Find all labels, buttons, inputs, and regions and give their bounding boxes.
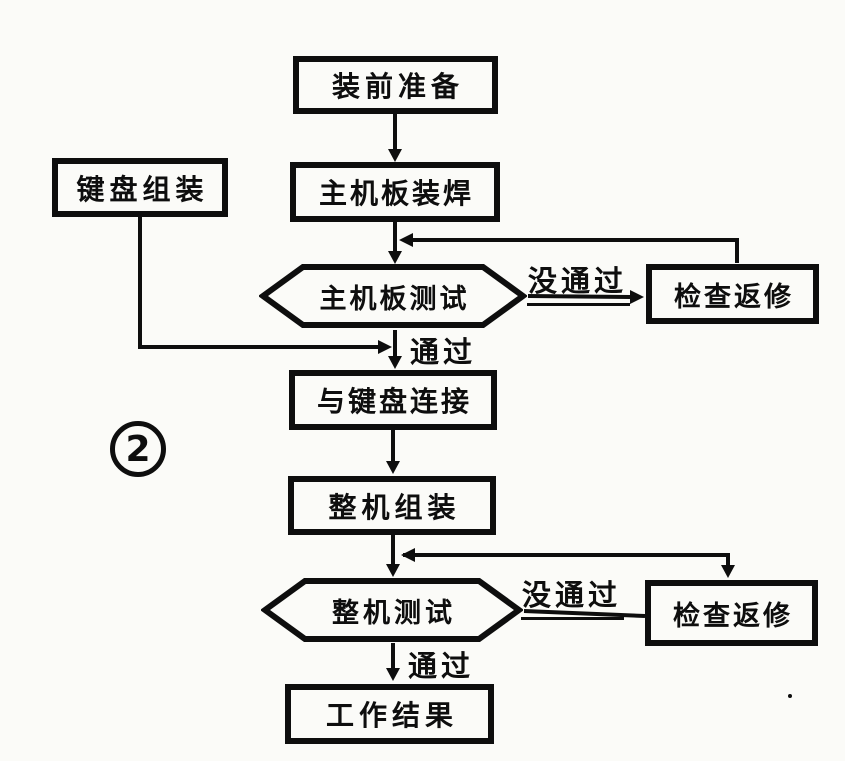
- edge-keyboard-to-connect: [138, 217, 392, 354]
- edge-machine-test-to-result: [386, 643, 400, 681]
- node-repair1-label: 检查返修: [674, 281, 794, 313]
- node-connect: 与键盘连接: [289, 370, 497, 430]
- edge-connect-to-assemble: [386, 430, 400, 474]
- edge-repair2-feedback: [401, 548, 735, 578]
- node-solder-label: 主机板装焊: [318, 177, 474, 210]
- node-machine-test: 整机测试: [261, 577, 523, 643]
- edge-repair1-feedback: [399, 233, 739, 263]
- edge-label-pass2: 通过: [408, 649, 475, 683]
- edge-assemble-to-machine-test: [386, 535, 400, 577]
- figure-number-badge: 2: [110, 421, 166, 477]
- node-assemble: 整机组装: [288, 476, 496, 535]
- hexagon-shape: [261, 578, 523, 642]
- node-result: 工作结果: [285, 684, 494, 744]
- node-solder: 主机板装焊: [290, 162, 500, 222]
- node-prep-label: 装前准备: [331, 70, 464, 103]
- edge-solder-to-board-test: [388, 222, 402, 264]
- node-result-label: 工作结果: [325, 699, 458, 732]
- node-board-test: 主机板测试: [259, 263, 527, 329]
- scan-noise-dot: [788, 694, 792, 698]
- edge-board-test-to-connect: [388, 330, 402, 369]
- edge-label-fail2: 没通过: [521, 572, 625, 620]
- node-repair2: 检查返修: [645, 580, 818, 646]
- edge-label-pass1: 通过: [410, 335, 477, 369]
- edge-machine-test-to-repair2: [523, 609, 646, 618]
- node-keyboard: 键盘组装: [52, 158, 228, 217]
- node-keyboard-label: 键盘组装: [76, 172, 209, 206]
- edge-board-test-to-repair1: [527, 290, 644, 304]
- hexagon-shape: [259, 264, 527, 328]
- edge-label-fail1: 没通过: [527, 258, 631, 306]
- edge-prep-to-solder: [388, 114, 402, 162]
- node-board-test-label: 主机板测试: [319, 283, 470, 315]
- node-assemble-label: 整机组装: [328, 490, 461, 524]
- node-connect-label: 与键盘连接: [316, 385, 472, 418]
- node-repair1: 检查返修: [646, 264, 819, 324]
- figure-number: 2: [125, 428, 151, 470]
- node-repair2-label: 检查返修: [673, 600, 793, 632]
- node-machine-test-label: 整机测试: [332, 597, 456, 629]
- node-prep: 装前准备: [293, 56, 498, 114]
